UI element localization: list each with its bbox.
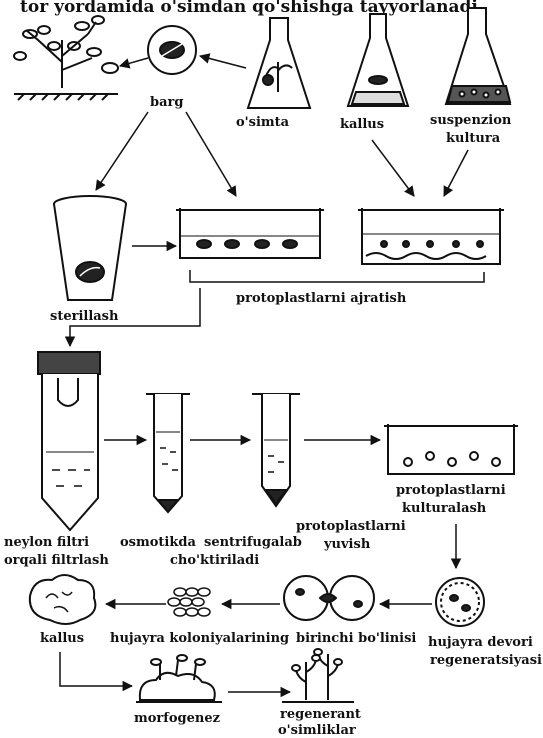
arrow-flask-to-leaf [200, 56, 246, 68]
arrow-leaf-to-dish [186, 112, 236, 196]
label-osmotik-2: cho'ktiriladi [170, 553, 259, 568]
sterilisation-cup-icon [54, 196, 126, 300]
leaf-magnified-icon [148, 26, 196, 74]
petri-dish-leaf-icon [176, 208, 324, 258]
label-sterillash: sterillash [50, 309, 119, 324]
soil-line [14, 94, 118, 100]
label-yuvish-2: yuvish [323, 537, 371, 552]
label-morfogenez: morfogenez [134, 711, 220, 726]
flask-callus-icon [348, 14, 408, 106]
bracket-isolation [190, 270, 484, 282]
plant-icon [14, 16, 118, 88]
label-neylon-2: orqali filtrlash [4, 553, 109, 568]
arrow-leaf-to-sterillash [96, 112, 148, 190]
arrow-callus-to-morfogenez [60, 652, 132, 686]
label-barg: barg [150, 95, 183, 110]
label-devor-2: regeneratsiyasi [430, 653, 542, 668]
label-suspenzion: suspenzion [430, 113, 512, 128]
label-osimta: o'simta [236, 115, 290, 130]
label-bolinish: birinchi bo'linisi [296, 631, 416, 646]
centrifuge-tube-icon [252, 394, 300, 506]
label-kultura: kultura [446, 131, 501, 146]
label-regenerant-1: regenerant [280, 707, 361, 722]
label-regenerant-2: o'simliklar [278, 723, 356, 738]
petri-dish-culture-icon [358, 208, 504, 264]
arrow-leaf-to-plant [120, 58, 148, 66]
arrow-callus-to-dish [372, 140, 414, 196]
cell-colony-icon [168, 588, 210, 616]
label-kulturalash-1: protoplastlarni [396, 483, 506, 498]
label-koloniya: hujayra koloniyalarining [110, 631, 289, 646]
regenerant-plants-icon [282, 649, 354, 702]
cell-wall-regeneration-icon [436, 578, 484, 626]
label-sentrifuga: sentrifugalab [204, 535, 302, 550]
label-protoplastlarni-ajratish: protoplastlarni ajratish [236, 291, 407, 306]
label-kulturalash-2: kulturalash [402, 501, 487, 516]
filter-tube-icon [38, 352, 100, 530]
callus-icon [30, 575, 96, 624]
label-osmotik-1: osmotikda [120, 535, 196, 550]
flask-suspension-icon [446, 8, 510, 104]
first-division-icon [284, 576, 374, 620]
label-kallus-top: kallus [340, 117, 384, 132]
label-devor-1: hujayra devori [428, 635, 533, 650]
culture-dish-icon [384, 424, 518, 474]
header-text: tor yordamida o'simdan qo'shishga tayyor… [20, 0, 478, 17]
osmotic-tube-icon [146, 394, 190, 512]
label-yuvish-1: protoplastlarni [296, 519, 406, 534]
label-kallus-bottom: kallus [40, 631, 84, 646]
label-neylon-1: neylon filtri [4, 535, 89, 550]
flask-seedling-icon [248, 18, 310, 108]
arrow-suspension-to-dish [444, 150, 468, 196]
morphogenesis-icon [136, 655, 222, 702]
